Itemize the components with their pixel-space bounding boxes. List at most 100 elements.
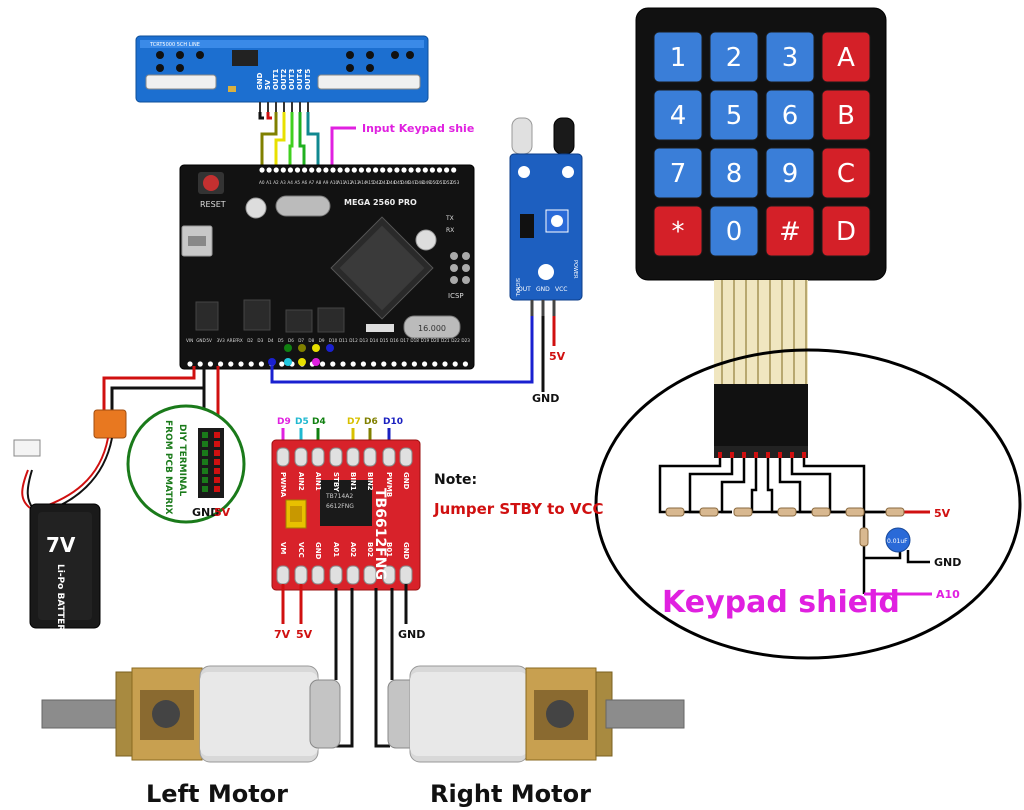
driver-left-pin-label: BIN1 xyxy=(349,472,357,491)
mega-bottom-pin-label: D10 xyxy=(329,338,338,343)
keypad-key xyxy=(821,205,871,257)
driver-pin-bottom xyxy=(329,565,343,585)
terminal-gnd-cell xyxy=(202,450,208,456)
mega-bottom-pin-label: D5 xyxy=(278,338,284,343)
mega-bottom-pin-label: D22 xyxy=(451,338,460,343)
icsp-label: ICSP xyxy=(448,292,464,300)
mega-driver-dots xyxy=(268,344,334,366)
mega-top-pin-hole xyxy=(337,167,343,173)
terminal-gnd-cell xyxy=(202,441,208,447)
driver-left-pin-label: PWMB xyxy=(385,472,393,497)
mega-top-pin-hole xyxy=(380,167,386,173)
keypad-key xyxy=(821,89,871,141)
keypad-key-label: 9 xyxy=(782,159,799,189)
keypad-key-label: 2 xyxy=(726,43,743,73)
terminal-gnd-cell xyxy=(202,459,208,465)
mega-top-pin-hole xyxy=(287,167,293,173)
keypad-key xyxy=(765,147,815,199)
sensor-wires xyxy=(258,112,356,168)
left-motor xyxy=(41,665,341,763)
keypad-key xyxy=(709,31,759,83)
ir-wires xyxy=(270,316,556,392)
mega-bottom-pin-label: D12 xyxy=(349,338,358,343)
note-text: Jumper STBY to VCC xyxy=(433,500,603,518)
mega-bottom-pin-hole xyxy=(320,361,326,367)
driver-right-pin-label: B02 xyxy=(366,542,374,557)
driver-pin-top xyxy=(346,447,360,467)
diy-terminal: DIY TERMINAL FROM PCB MATRIX GND 5V xyxy=(126,404,246,524)
ir-signal-label: SIGNAL xyxy=(514,278,520,297)
mega-bottom-pin-label: 5V xyxy=(206,338,212,343)
driver-right-pin-label: VCC xyxy=(297,542,305,558)
keypad-key-label: 0 xyxy=(726,217,743,247)
ir-sensor-module: SIGNAL POWER OUT GND VCC xyxy=(509,117,583,316)
driver-pin-bottom xyxy=(311,565,325,585)
mega-bottom-pin-label: D16 xyxy=(390,338,399,343)
mega-top-pin-hole xyxy=(429,167,435,173)
terminal-5v-cell xyxy=(214,477,220,483)
mega-top-pin-label: D44 xyxy=(387,180,396,185)
keypad-key xyxy=(765,205,815,257)
mega-top-pin-label: A11 xyxy=(337,180,346,185)
mega-side-tx: TX xyxy=(445,215,454,222)
sensor-pin-5v: 5V xyxy=(264,79,272,90)
driver-pin-bottom xyxy=(399,565,413,585)
mega-bottom-pin-label: D2 xyxy=(247,338,253,343)
mega-top-pin-label: A1 xyxy=(266,180,272,185)
mega-top-pin-hole xyxy=(451,167,457,173)
chip-text-1: TB714A2 xyxy=(325,493,353,500)
mega-top-pin-label: D51 xyxy=(437,180,446,185)
mega-bottom-pin-label: D20 xyxy=(431,338,440,343)
mega-top-pin-label: A10 xyxy=(330,180,339,185)
terminal-5v-cell xyxy=(214,459,220,465)
mega-top-pin-label: A3 xyxy=(280,180,286,185)
mega-bottom-pin-label: D8 xyxy=(308,338,314,343)
keypad-key xyxy=(821,147,871,199)
keypad-key-label: 5 xyxy=(726,101,743,131)
mega-bottom-pin-hole xyxy=(330,361,336,367)
mega-top-pin-hole xyxy=(408,167,414,173)
mega-top-pin-hole xyxy=(444,167,450,173)
keypad-key xyxy=(709,89,759,141)
terminal-5v-cell xyxy=(214,441,220,447)
mega-bottom-pin-hole xyxy=(218,361,224,367)
sensor-pin-out1: OUT1 xyxy=(272,69,280,90)
mega-top-pin-hole xyxy=(365,167,372,173)
mega-top-pin-hole xyxy=(280,167,286,173)
keypad-key-label: 3 xyxy=(782,43,799,73)
mega-bottom-pin-hole xyxy=(248,361,254,367)
mega-top-pin-hole xyxy=(330,167,336,173)
sensor-pin-out2: OUT2 xyxy=(280,69,288,90)
mega-top-pin-label: A14 xyxy=(358,180,367,185)
keypad-key xyxy=(653,89,703,141)
driver-pin-bottom xyxy=(363,565,377,585)
driver-left-pin-label: PWMA xyxy=(279,472,287,498)
driver-pin-top xyxy=(399,447,413,467)
mega-top-pin-label: D45 xyxy=(394,180,403,185)
keypad-key xyxy=(765,89,815,141)
terminal-line1: DIY TERMINAL xyxy=(177,424,187,496)
ir-power-label: POWER xyxy=(572,260,578,279)
mega-title: MEGA 2560 PRO xyxy=(344,198,417,207)
keypad-key xyxy=(765,31,815,83)
terminal-gnd-label: GND xyxy=(192,506,219,519)
keypad-key xyxy=(709,205,759,257)
sensor-board-text: TCRT5000 5CH LINE xyxy=(149,42,200,48)
mega-bottom-pin-hole xyxy=(228,361,234,367)
mega-top-pin-hole xyxy=(316,167,322,173)
driver-gnd-label: GND xyxy=(398,628,425,641)
mega-top-pin-hole xyxy=(387,167,393,173)
terminal-line2: FROM PCB MATRIX xyxy=(163,420,173,515)
driver-pin-top xyxy=(294,447,308,467)
terminal-5v-cell xyxy=(214,450,220,456)
mega-top-pin-hole xyxy=(401,167,407,173)
driver-pin-top xyxy=(329,447,343,467)
chip-text-2: 6612FNG xyxy=(326,503,354,510)
mega-top-pin-label: A8 xyxy=(316,180,322,185)
sensor-pin-out3: OUT3 xyxy=(288,69,296,90)
mega-top-pin-label: A7 xyxy=(309,180,315,185)
terminal-gnd-cell xyxy=(202,432,208,438)
mega-bottom-pin-label: D9 xyxy=(319,338,325,343)
mega-top-pin-hole xyxy=(309,167,315,173)
driver-top-label: D7 xyxy=(347,417,361,427)
